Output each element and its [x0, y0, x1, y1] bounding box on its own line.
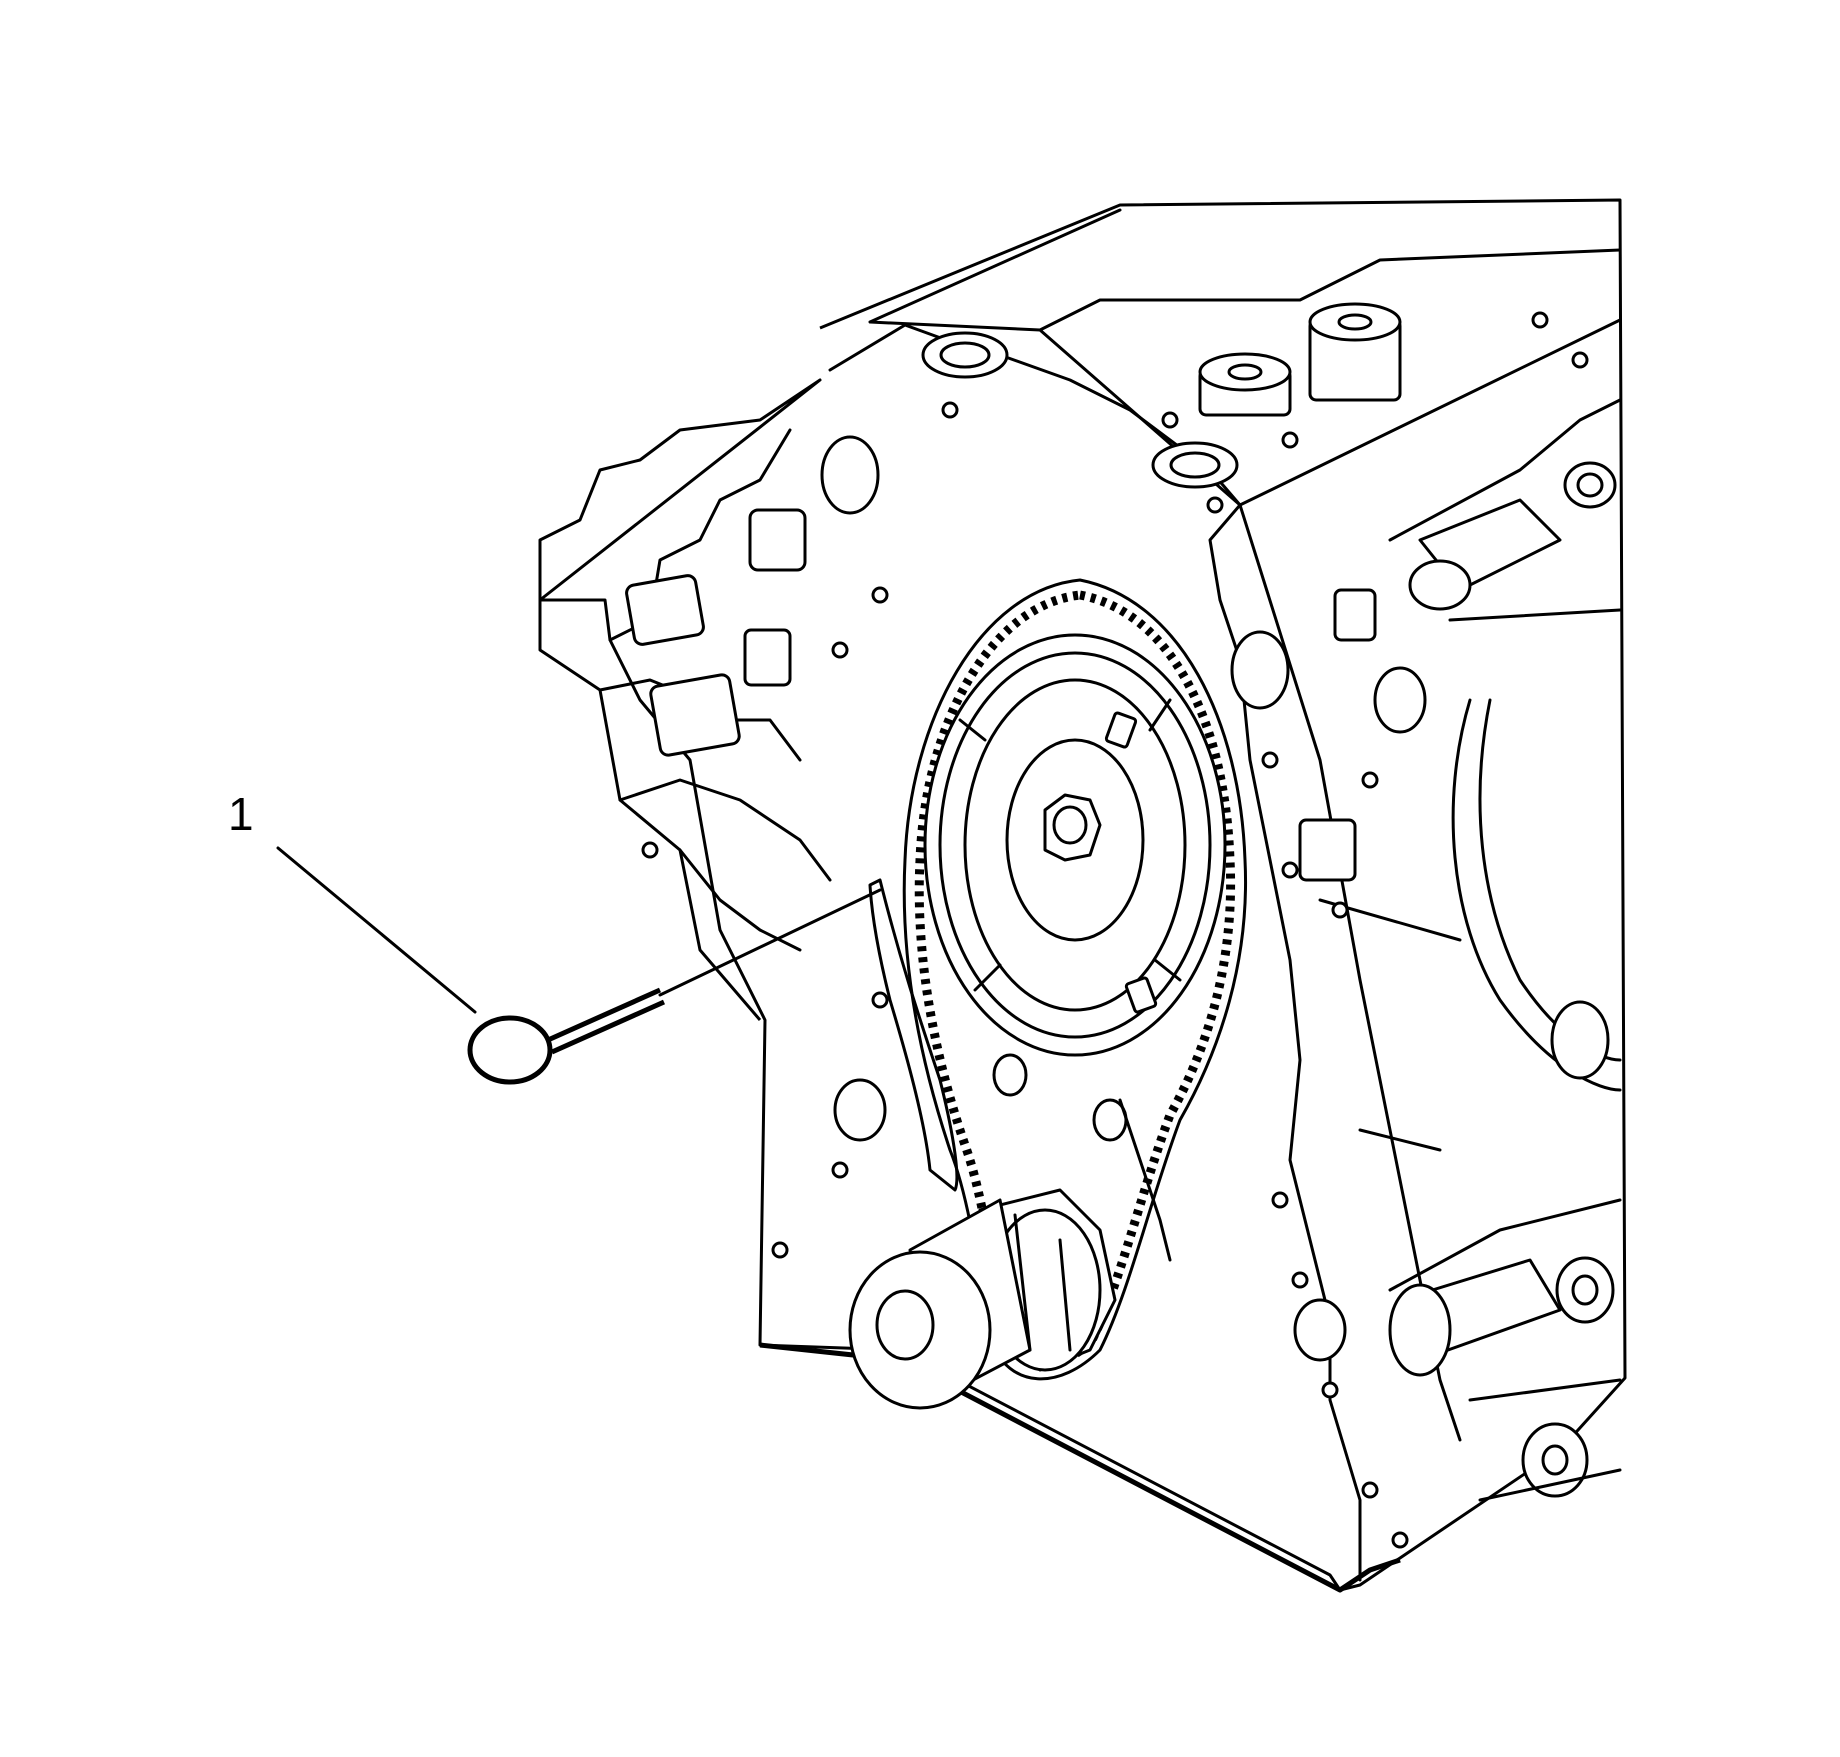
left-boss-1: [625, 574, 705, 646]
callout-label-1: 1: [228, 788, 254, 840]
timing-chain-outer: [902, 578, 1248, 1381]
side-face-edge: [1238, 503, 1462, 1442]
left-boss-2: [649, 673, 741, 757]
chain-guide: [868, 878, 959, 1192]
left-boss-3: [748, 508, 807, 572]
callout-leader-line: [276, 846, 477, 1014]
tool-shank: [546, 987, 666, 1055]
timing-chain: [914, 590, 1236, 1369]
tool-ring: [467, 1015, 553, 1085]
front-face-outline: [828, 323, 1362, 1582]
guide-bolt: [992, 1053, 1028, 1097]
callout-1: 1: [228, 788, 477, 1014]
bolt-holes: [641, 311, 1610, 1549]
lower-right-features: [1388, 1198, 1622, 1502]
left-boss-4: [743, 628, 792, 687]
camshaft-bolt: [1043, 793, 1102, 862]
locking-pin-tool: [467, 888, 882, 1085]
top-towers: [921, 302, 1402, 489]
tool-pin: [658, 888, 882, 997]
crankshaft-sprocket: [848, 1188, 1117, 1410]
timing-drive: [848, 578, 1248, 1410]
